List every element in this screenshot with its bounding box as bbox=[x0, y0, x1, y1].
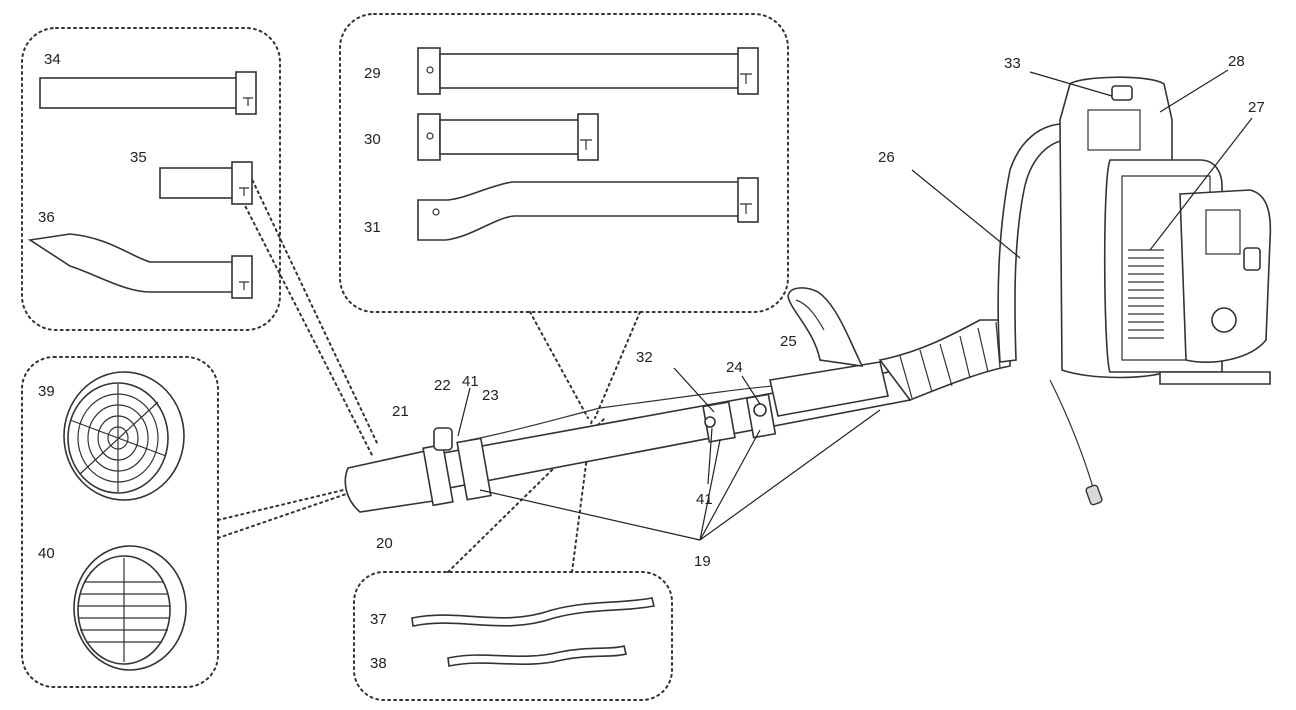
nozzle-35 bbox=[159, 161, 253, 205]
strap-38 bbox=[447, 645, 627, 667]
label-30: 30 bbox=[364, 131, 381, 148]
label-22: 22 bbox=[434, 377, 451, 394]
leader-26 bbox=[911, 169, 1021, 259]
label-39: 39 bbox=[38, 383, 55, 400]
label-35: 35 bbox=[130, 149, 147, 166]
label-21: 21 bbox=[392, 403, 409, 420]
callout-leader-straps bbox=[447, 417, 606, 573]
engine-backpack-unit bbox=[997, 76, 1272, 385]
label-29: 29 bbox=[364, 65, 381, 82]
nozzle-34 bbox=[39, 71, 257, 115]
label-31: 31 bbox=[364, 219, 381, 236]
leader-32 bbox=[673, 367, 715, 413]
label-23: 23 bbox=[482, 387, 499, 404]
grill-40 bbox=[73, 545, 187, 671]
label-41b: 41 bbox=[696, 491, 713, 508]
label-40: 40 bbox=[38, 545, 55, 562]
label-27: 27 bbox=[1248, 99, 1265, 116]
label-26: 26 bbox=[878, 149, 895, 166]
callout-box-nozzles-left bbox=[21, 27, 281, 331]
label-32: 32 bbox=[636, 349, 653, 366]
leader-41a bbox=[457, 387, 471, 437]
blower-pipe-assembly bbox=[344, 287, 1103, 513]
callout-leader-pipes bbox=[529, 311, 641, 419]
leader-19 bbox=[479, 409, 881, 541]
callout-leader-nozzles bbox=[231, 174, 379, 456]
label-28: 28 bbox=[1228, 53, 1245, 70]
label-25: 25 bbox=[780, 333, 797, 350]
label-20: 20 bbox=[376, 535, 393, 552]
label-36: 36 bbox=[38, 209, 55, 226]
leader-28 bbox=[1159, 69, 1229, 113]
label-19: 19 bbox=[694, 553, 711, 570]
label-24: 24 bbox=[726, 359, 743, 376]
label-38: 38 bbox=[370, 655, 387, 672]
leader-41b bbox=[707, 427, 713, 485]
leader-24 bbox=[741, 375, 761, 405]
label-41a: 41 bbox=[462, 373, 479, 390]
callout-box-grills bbox=[21, 356, 219, 688]
label-37: 37 bbox=[370, 611, 387, 628]
pipe-31 bbox=[417, 177, 759, 241]
pipe-29 bbox=[417, 47, 759, 95]
pipe-30 bbox=[417, 113, 599, 161]
label-33: 33 bbox=[1004, 55, 1021, 72]
callout-box-straps bbox=[353, 571, 673, 701]
leader-33 bbox=[1029, 71, 1113, 97]
callout-box-pipes-top bbox=[339, 13, 789, 313]
nozzle-36 bbox=[27, 233, 253, 299]
callout-leader-grills bbox=[217, 487, 353, 539]
label-34: 34 bbox=[44, 51, 61, 68]
leader-27 bbox=[1149, 117, 1253, 251]
strap-37 bbox=[411, 597, 655, 627]
grill-39 bbox=[63, 371, 185, 501]
